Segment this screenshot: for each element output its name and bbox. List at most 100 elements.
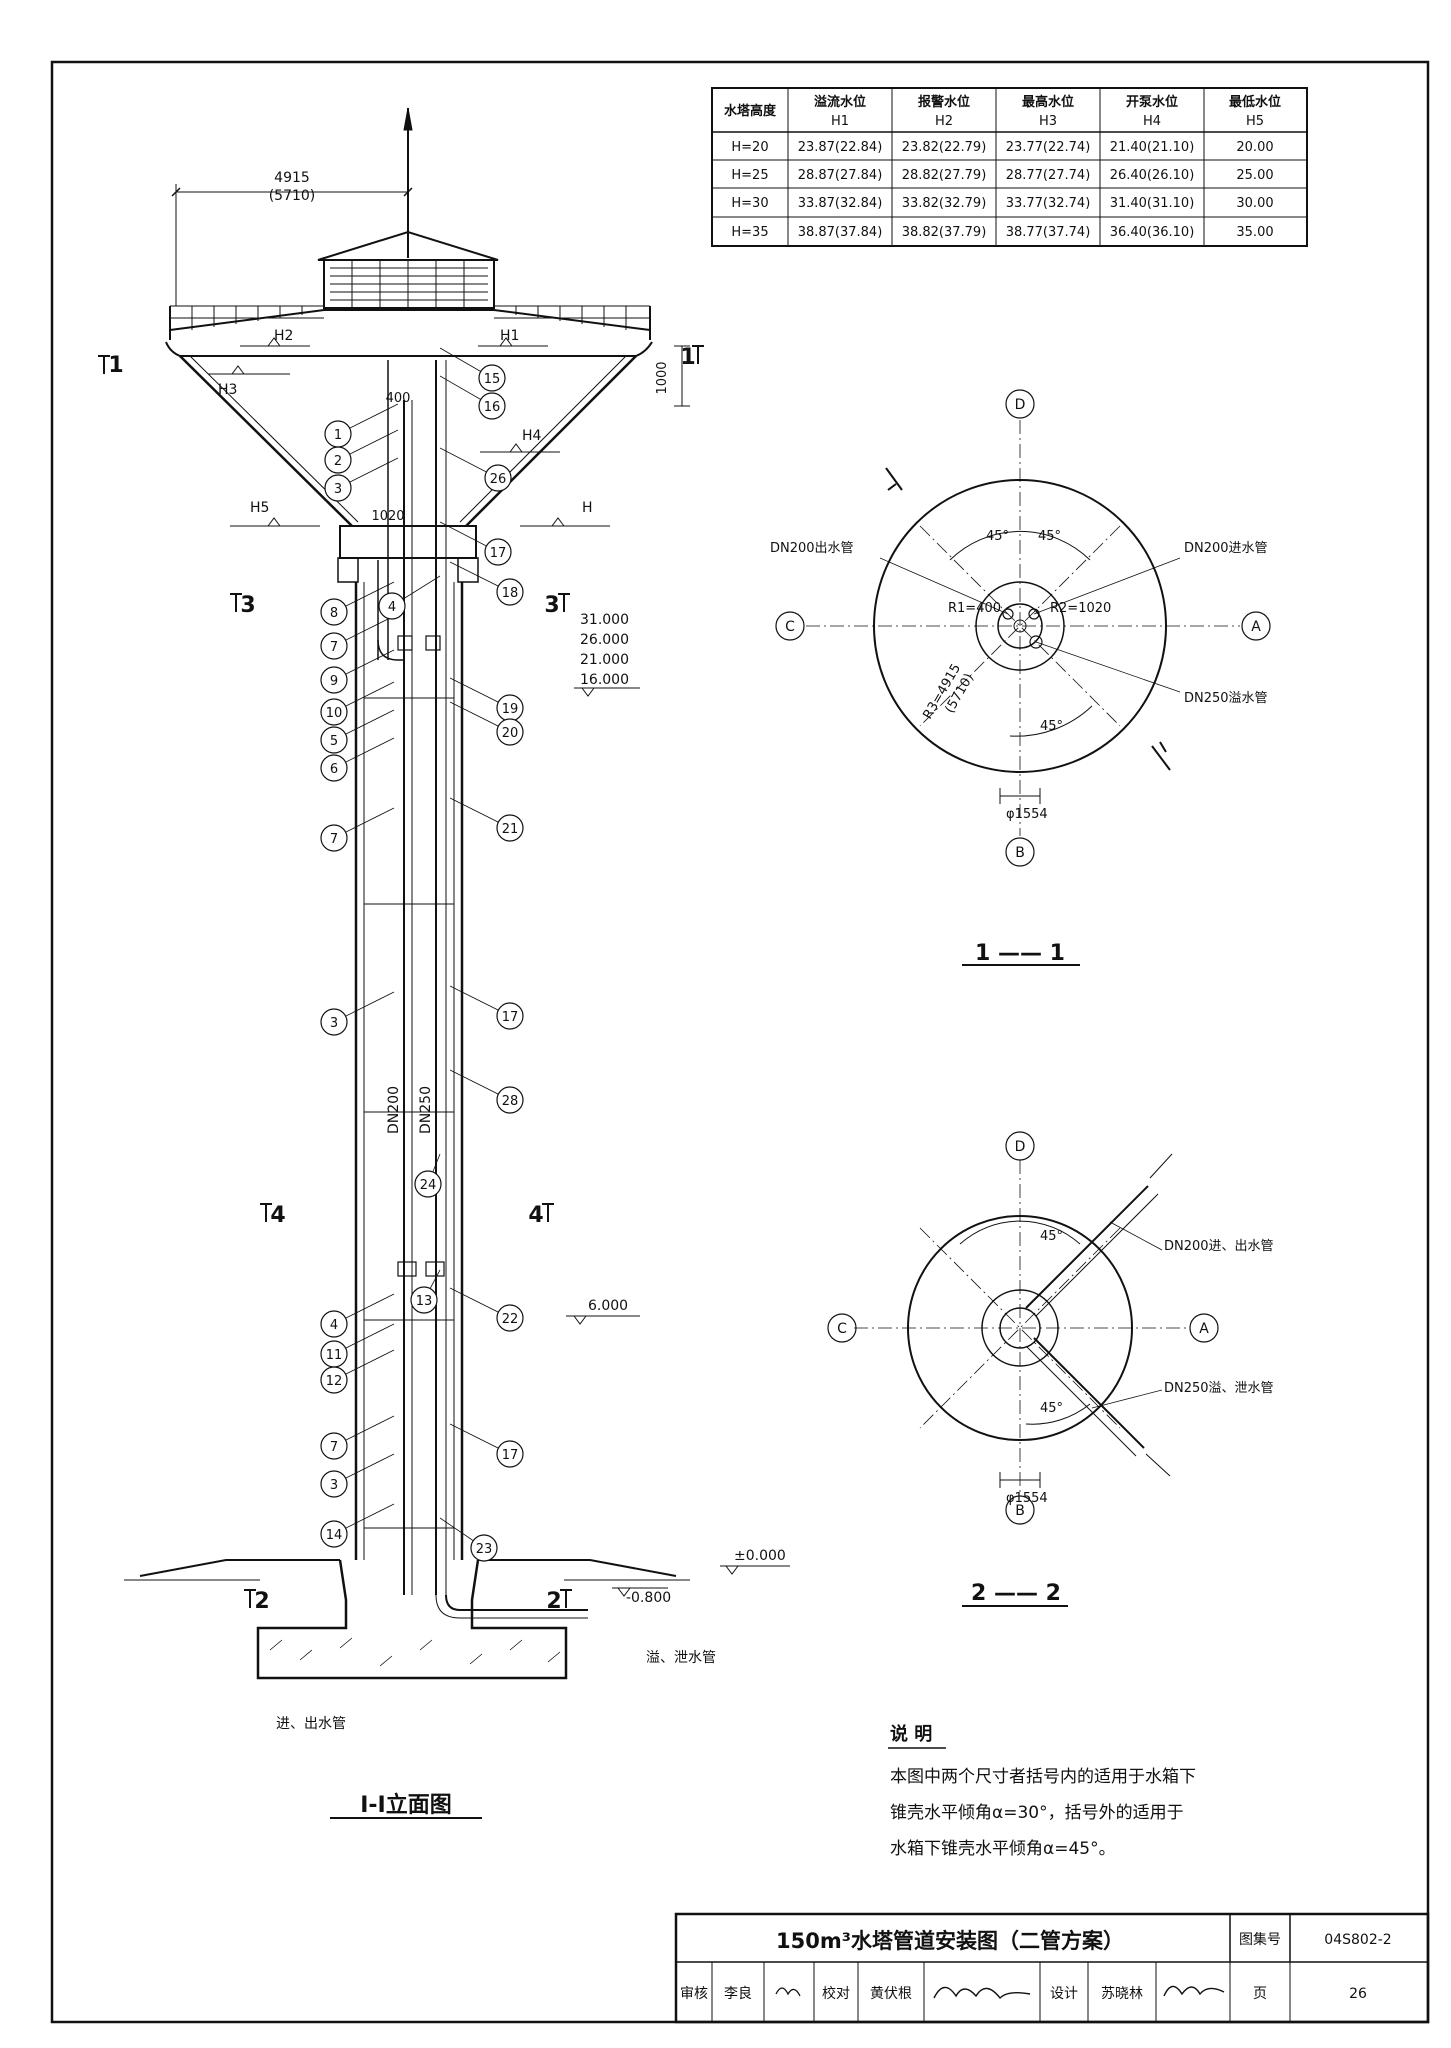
callout-circle xyxy=(324,474,352,502)
elev-neg: -0.800 xyxy=(626,1590,671,1606)
callout-circle xyxy=(320,1470,348,1498)
callout-circle xyxy=(320,632,348,660)
elev-6: 6.000 xyxy=(588,1298,628,1314)
plan1-axis-d: D xyxy=(1015,397,1026,413)
callout-circle xyxy=(484,464,512,492)
callout-circle xyxy=(410,1286,438,1314)
callout-number: 7 xyxy=(330,640,338,655)
table-header-1: 溢流水位 xyxy=(814,94,866,110)
plan2-axis-c: C xyxy=(837,1321,847,1337)
callout-number: 8 xyxy=(330,606,338,621)
callout-circle xyxy=(320,1366,348,1394)
section-3-right: 3 xyxy=(544,593,559,618)
callout-number: 7 xyxy=(330,832,338,847)
atlas-no: 04S802-2 xyxy=(1324,1932,1391,1948)
elev-26: 26.000 xyxy=(580,632,629,648)
callout-circle xyxy=(496,814,524,842)
section-1-right: 1 xyxy=(680,345,695,370)
table-header-4: 开泵水位 xyxy=(1126,94,1178,110)
elev-21: 21.000 xyxy=(580,652,629,668)
check-label: 校对 xyxy=(822,1985,850,2002)
table-cell: 25.00 xyxy=(1236,168,1273,183)
level-h1: H1 xyxy=(500,328,519,344)
atlas-label: 图集号 xyxy=(1239,1931,1281,1948)
callout-circle xyxy=(320,1008,348,1036)
reviewer-name: 李良 xyxy=(724,1986,752,2002)
signature-designer xyxy=(1163,1985,1225,1997)
page-label: 页 xyxy=(1253,1986,1267,2002)
notes-line-3: 水箱下锥壳水平倾角α=45°。 xyxy=(890,1839,1116,1859)
table-header-3: 最高水位 xyxy=(1022,94,1074,110)
plan1-angle-bottom: 45° xyxy=(1040,719,1063,734)
level-h4: H4 xyxy=(522,428,542,444)
overflow-label: 溢、泄水管 xyxy=(646,1650,716,1666)
callout-circle xyxy=(496,1440,524,1468)
plan1-angle-right: 45° xyxy=(1038,529,1061,544)
notes-line-2: 锥壳水平倾角α=30°，括号外的适用于 xyxy=(890,1803,1184,1823)
section-4-right: 4 xyxy=(528,1203,543,1228)
plan2-angle-bottom: 45° xyxy=(1040,1401,1063,1416)
callout-number: 14 xyxy=(326,1528,343,1543)
table-cell: 23.77(22.74) xyxy=(1006,140,1091,155)
level-h3: H3 xyxy=(218,382,237,398)
table-header-2: 报警水位 xyxy=(918,94,970,110)
callout-circle xyxy=(320,698,348,726)
callout-circle xyxy=(414,1170,442,1198)
callout-number: 9 xyxy=(330,674,338,689)
callout-number: 28 xyxy=(502,1094,519,1109)
callout-circle xyxy=(496,1304,524,1332)
inlet-label: 进、出水管 xyxy=(276,1716,346,1732)
plan1-r1: R1=400 xyxy=(948,601,1001,616)
table-header-2-sym: H2 xyxy=(935,114,953,129)
callout-number: 24 xyxy=(420,1178,437,1193)
dim-5710: (5710) xyxy=(269,188,316,204)
pipe-dn250: DN250 xyxy=(418,1086,434,1134)
table-header-5-sym: H5 xyxy=(1246,114,1264,129)
table-cell: 36.40(36.10) xyxy=(1110,225,1195,240)
plan2-in-out-pipe: DN200进、出水管 xyxy=(1164,1239,1274,1254)
plan2-dia: φ1554 xyxy=(1006,1491,1048,1506)
table-cell: 28.87(27.84) xyxy=(798,168,883,183)
plan1-axis-c: C xyxy=(785,619,795,635)
table-cell: 23.87(22.84) xyxy=(798,140,883,155)
table-cell: 28.77(27.74) xyxy=(1006,168,1091,183)
callout-circle xyxy=(320,666,348,694)
elev-16: 16.000 xyxy=(580,672,629,688)
callout-number: 6 xyxy=(330,762,338,777)
level-h2: H2 xyxy=(274,328,293,344)
dim-400: 400 xyxy=(386,391,411,406)
section-2-right: 2 xyxy=(546,1589,561,1614)
callout-circle xyxy=(320,824,348,852)
plan1-r2: R2=1020 xyxy=(1050,601,1111,616)
callout-circle xyxy=(496,1002,524,1030)
table-cell: 33.82(32.79) xyxy=(902,196,987,211)
table-cell: 38.77(37.74) xyxy=(1006,225,1091,240)
callout-number: 4 xyxy=(330,1318,338,1333)
elevation-title: I-I立面图 xyxy=(360,1792,452,1818)
table-cell: H=35 xyxy=(731,225,768,240)
callout-circle xyxy=(378,592,406,620)
callout-number: 4 xyxy=(388,600,396,615)
signature-checker xyxy=(933,1986,1031,2000)
callout-number: 17 xyxy=(490,546,507,561)
plan-1-1 xyxy=(775,389,1271,966)
level-h5: H5 xyxy=(250,500,269,516)
callout-number: 19 xyxy=(502,702,519,717)
section-2-left: 2 xyxy=(254,1589,269,1614)
callout-number: 2 xyxy=(334,454,342,469)
table-cell: H=20 xyxy=(731,140,768,155)
callout-circle xyxy=(320,1432,348,1460)
section-3-left: 3 xyxy=(240,593,255,618)
table-cell: 31.40(31.10) xyxy=(1110,196,1195,211)
page-no: 26 xyxy=(1349,1986,1367,2002)
callout-number: 3 xyxy=(330,1016,338,1031)
callout-number: 21 xyxy=(502,822,519,837)
table-cell: 20.00 xyxy=(1236,140,1273,155)
table-header-4-sym: H4 xyxy=(1143,114,1161,129)
table-cell: 33.77(32.74) xyxy=(1006,196,1091,211)
table-cell: 38.82(37.79) xyxy=(902,225,987,240)
callout-number: 3 xyxy=(330,1478,338,1493)
plan-2-2 xyxy=(827,1131,1219,1607)
